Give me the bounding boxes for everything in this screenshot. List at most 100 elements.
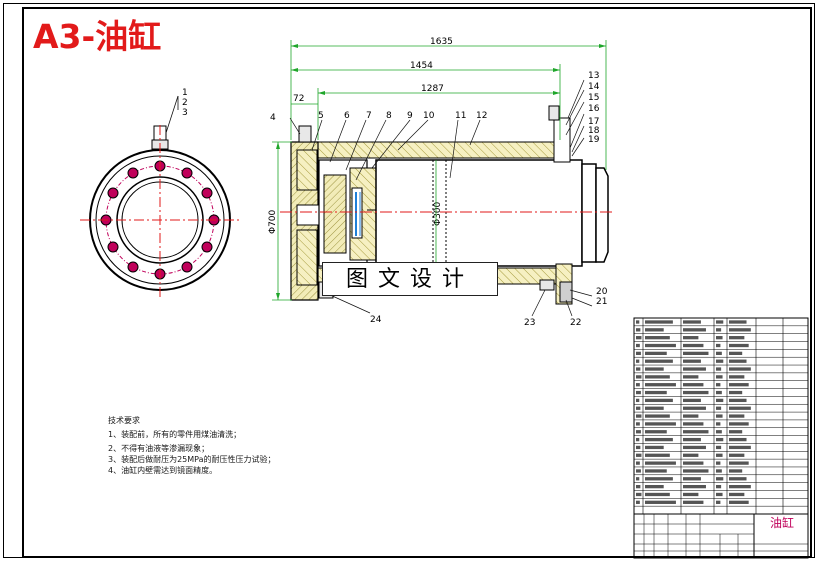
parts-cell-glyphs bbox=[683, 484, 706, 489]
flange-offset-dim: 72 bbox=[293, 94, 304, 104]
parts-cell-glyphs bbox=[729, 477, 747, 481]
parts-cell-glyphs bbox=[636, 453, 642, 457]
parts-cell-glyphs bbox=[729, 406, 751, 410]
parts-cell-glyphs bbox=[645, 430, 667, 434]
parts-cell-glyphs bbox=[729, 445, 751, 450]
leader-label: 14 bbox=[588, 82, 600, 92]
parts-cell-glyphs bbox=[636, 375, 642, 379]
parts-cell-glyphs bbox=[716, 437, 724, 442]
drawing-title: A3-油缸 bbox=[33, 17, 162, 56]
parts-cell-glyphs bbox=[683, 375, 699, 379]
parts-cell-glyphs bbox=[683, 367, 706, 371]
parts-cell-glyphs bbox=[683, 422, 704, 426]
parts-cell-glyphs bbox=[645, 500, 676, 504]
parts-cell-glyphs bbox=[729, 500, 749, 504]
parts-cell-glyphs bbox=[645, 414, 670, 418]
parts-cell-glyphs bbox=[636, 351, 641, 356]
parts-cell-glyphs bbox=[729, 453, 745, 457]
parts-cell-glyphs bbox=[716, 469, 722, 473]
parts-cell-glyphs bbox=[683, 477, 701, 481]
parts-cell-glyphs bbox=[645, 367, 664, 371]
parts-cell-glyphs bbox=[729, 351, 743, 356]
parts-cell-glyphs bbox=[683, 390, 709, 395]
leader-label: 17 bbox=[588, 117, 599, 127]
parts-cell-glyphs bbox=[716, 336, 723, 340]
technical-notes: 技术要求 1、装配前，所有的零件用煤油清洗； 2、不得有油液等渗漏现象； 3、装… bbox=[108, 414, 276, 478]
parts-cell-glyphs bbox=[645, 453, 670, 457]
leader-label: 10 bbox=[423, 111, 435, 121]
parts-cell-glyphs bbox=[636, 328, 641, 332]
parts-cell-glyphs bbox=[716, 430, 722, 434]
parts-cell-glyphs bbox=[729, 375, 745, 379]
parts-cell-glyphs bbox=[636, 500, 640, 504]
parts-cell-glyphs bbox=[645, 461, 676, 465]
leader-label: 15 bbox=[588, 93, 599, 103]
parts-cell-glyphs bbox=[636, 445, 641, 450]
parts-cell-glyphs bbox=[636, 477, 640, 481]
parts-cell-glyphs bbox=[683, 336, 699, 340]
parts-cell-glyphs bbox=[716, 477, 724, 481]
end-view bbox=[80, 95, 240, 300]
parts-cell-glyphs bbox=[716, 359, 724, 363]
parts-cell-glyphs bbox=[683, 445, 706, 450]
parts-cell-glyphs bbox=[683, 383, 704, 387]
bore-dim-text: Φ300 bbox=[433, 201, 443, 226]
parts-cell-glyphs bbox=[636, 430, 641, 434]
parts-cell-glyphs bbox=[645, 492, 670, 497]
parts-cell-glyphs bbox=[636, 359, 640, 363]
parts-cell-glyphs bbox=[645, 351, 667, 356]
leader-label: 7 bbox=[366, 111, 372, 121]
parts-cell-glyphs bbox=[729, 430, 743, 434]
leader-label: 21 bbox=[596, 297, 607, 307]
leader-label: 13 bbox=[588, 71, 599, 81]
parts-cell-glyphs bbox=[729, 383, 749, 387]
parts-cell-glyphs bbox=[729, 414, 745, 418]
parts-cell-glyphs bbox=[716, 390, 722, 395]
drawing-border bbox=[22, 7, 812, 558]
parts-cell-glyphs bbox=[683, 343, 704, 348]
stroke-length-dim: 1287 bbox=[421, 84, 444, 94]
parts-cell-glyphs bbox=[716, 484, 722, 489]
note-item: 4、油缸内壁需达到镜面精度。 bbox=[108, 466, 218, 475]
parts-cell-glyphs bbox=[716, 383, 721, 387]
parts-cell-glyphs bbox=[645, 375, 670, 379]
title-block bbox=[633, 513, 809, 559]
title-block-part-name: 油缸 bbox=[770, 516, 795, 530]
parts-cell-glyphs bbox=[645, 484, 664, 489]
parts-cell-glyphs bbox=[729, 359, 747, 363]
notes-heading: 技术要求 bbox=[108, 416, 140, 425]
parts-cell-glyphs bbox=[636, 461, 640, 465]
parts-cell-glyphs bbox=[683, 453, 699, 457]
leader-lines bbox=[289, 79, 593, 317]
leader-label: 19 bbox=[588, 135, 600, 145]
parts-cell-glyphs bbox=[645, 422, 676, 426]
parts-cell-glyphs bbox=[636, 414, 642, 418]
parts-cell-glyphs bbox=[645, 437, 673, 442]
parts-cell-glyphs bbox=[729, 336, 745, 340]
parts-cell-glyphs bbox=[729, 484, 751, 489]
parts-cell-glyphs bbox=[716, 453, 723, 457]
parts-cell-glyphs bbox=[716, 445, 722, 450]
leader-label: 8 bbox=[386, 111, 392, 121]
parts-cell-glyphs bbox=[729, 398, 747, 403]
parts-cell-glyphs bbox=[683, 414, 699, 418]
parts-cell-glyphs bbox=[636, 383, 640, 387]
parts-cell-glyphs bbox=[683, 461, 704, 465]
parts-cell-glyphs bbox=[645, 445, 664, 450]
parts-cell-glyphs bbox=[645, 477, 673, 481]
parts-cell-glyphs bbox=[645, 383, 676, 387]
parts-cell-glyphs bbox=[683, 500, 704, 504]
leader-label: 2 bbox=[182, 98, 188, 108]
leader-label: 12 bbox=[476, 111, 487, 121]
parts-cell-glyphs bbox=[683, 406, 706, 410]
parts-cell-glyphs bbox=[683, 328, 706, 332]
parts-cell-glyphs bbox=[683, 430, 709, 434]
parts-cell-glyphs bbox=[729, 492, 745, 497]
parts-cell-glyphs bbox=[716, 414, 723, 418]
parts-cell-glyphs bbox=[683, 351, 709, 356]
parts-cell-glyphs bbox=[729, 328, 751, 332]
parts-cell-glyphs bbox=[729, 461, 749, 465]
parts-cell-glyphs bbox=[716, 351, 722, 356]
parts-cell-glyphs bbox=[716, 406, 722, 410]
leader-label: 24 bbox=[370, 315, 382, 325]
